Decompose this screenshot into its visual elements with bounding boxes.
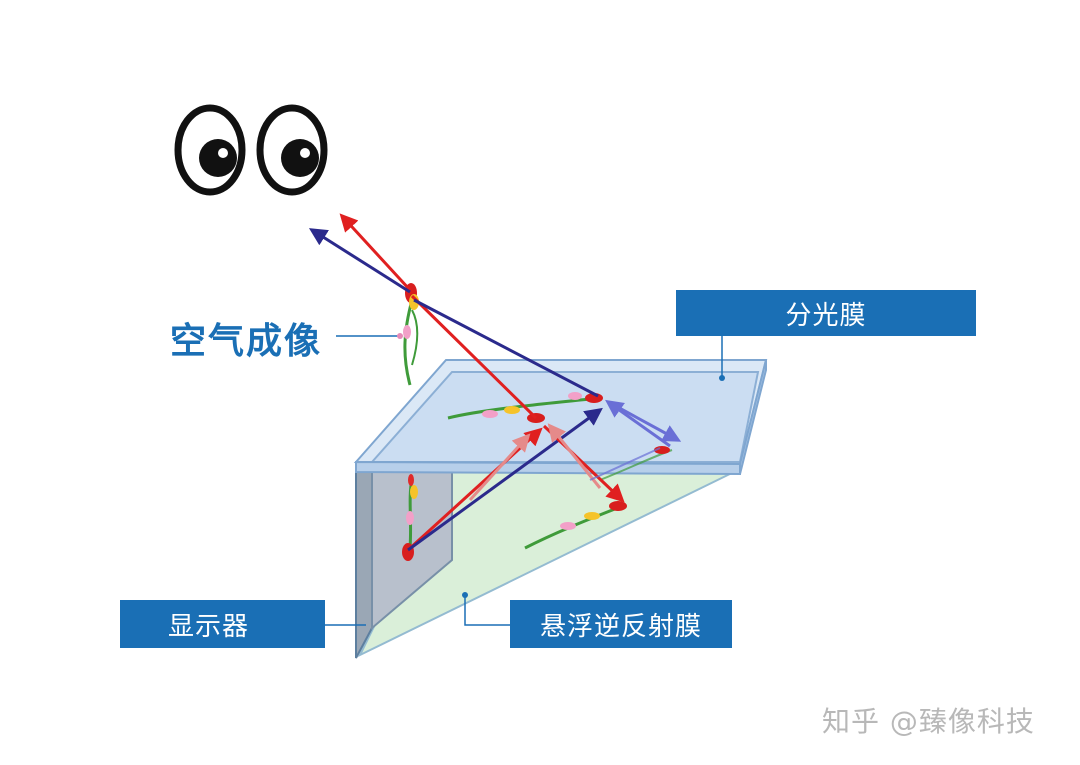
- flower-icon: [403, 283, 419, 386]
- display-panel: [355, 458, 373, 659]
- flower-icon: [524, 446, 673, 550]
- ray-lightblue-film: [589, 447, 661, 481]
- eye-icon: [174, 104, 246, 196]
- ray-blue-from-display: [407, 407, 603, 552]
- ray-blue-converge: [413, 298, 599, 398]
- splitter-film-side: [739, 359, 767, 475]
- retro-reflective-film-label: 悬浮逆反射膜: [510, 600, 732, 648]
- air-image-label: 空气成像: [170, 321, 323, 362]
- splitter-film-label: 分光膜: [676, 290, 976, 336]
- watermark: 知乎 @臻像科技: [822, 705, 1035, 738]
- ray-red-to-eye: [339, 213, 412, 292]
- splitter-film-edge: [355, 460, 741, 476]
- ray-pink-return: [547, 423, 602, 489]
- leader-retro-film: [464, 595, 510, 626]
- ray-blue-to-eye: [308, 228, 411, 294]
- display-label: 显示器: [120, 600, 325, 648]
- ray-lightblue-back: [605, 399, 671, 448]
- ray-red-converge: [410, 294, 538, 420]
- eye-icon: [256, 104, 328, 196]
- ray-pink-reflect: [468, 433, 531, 502]
